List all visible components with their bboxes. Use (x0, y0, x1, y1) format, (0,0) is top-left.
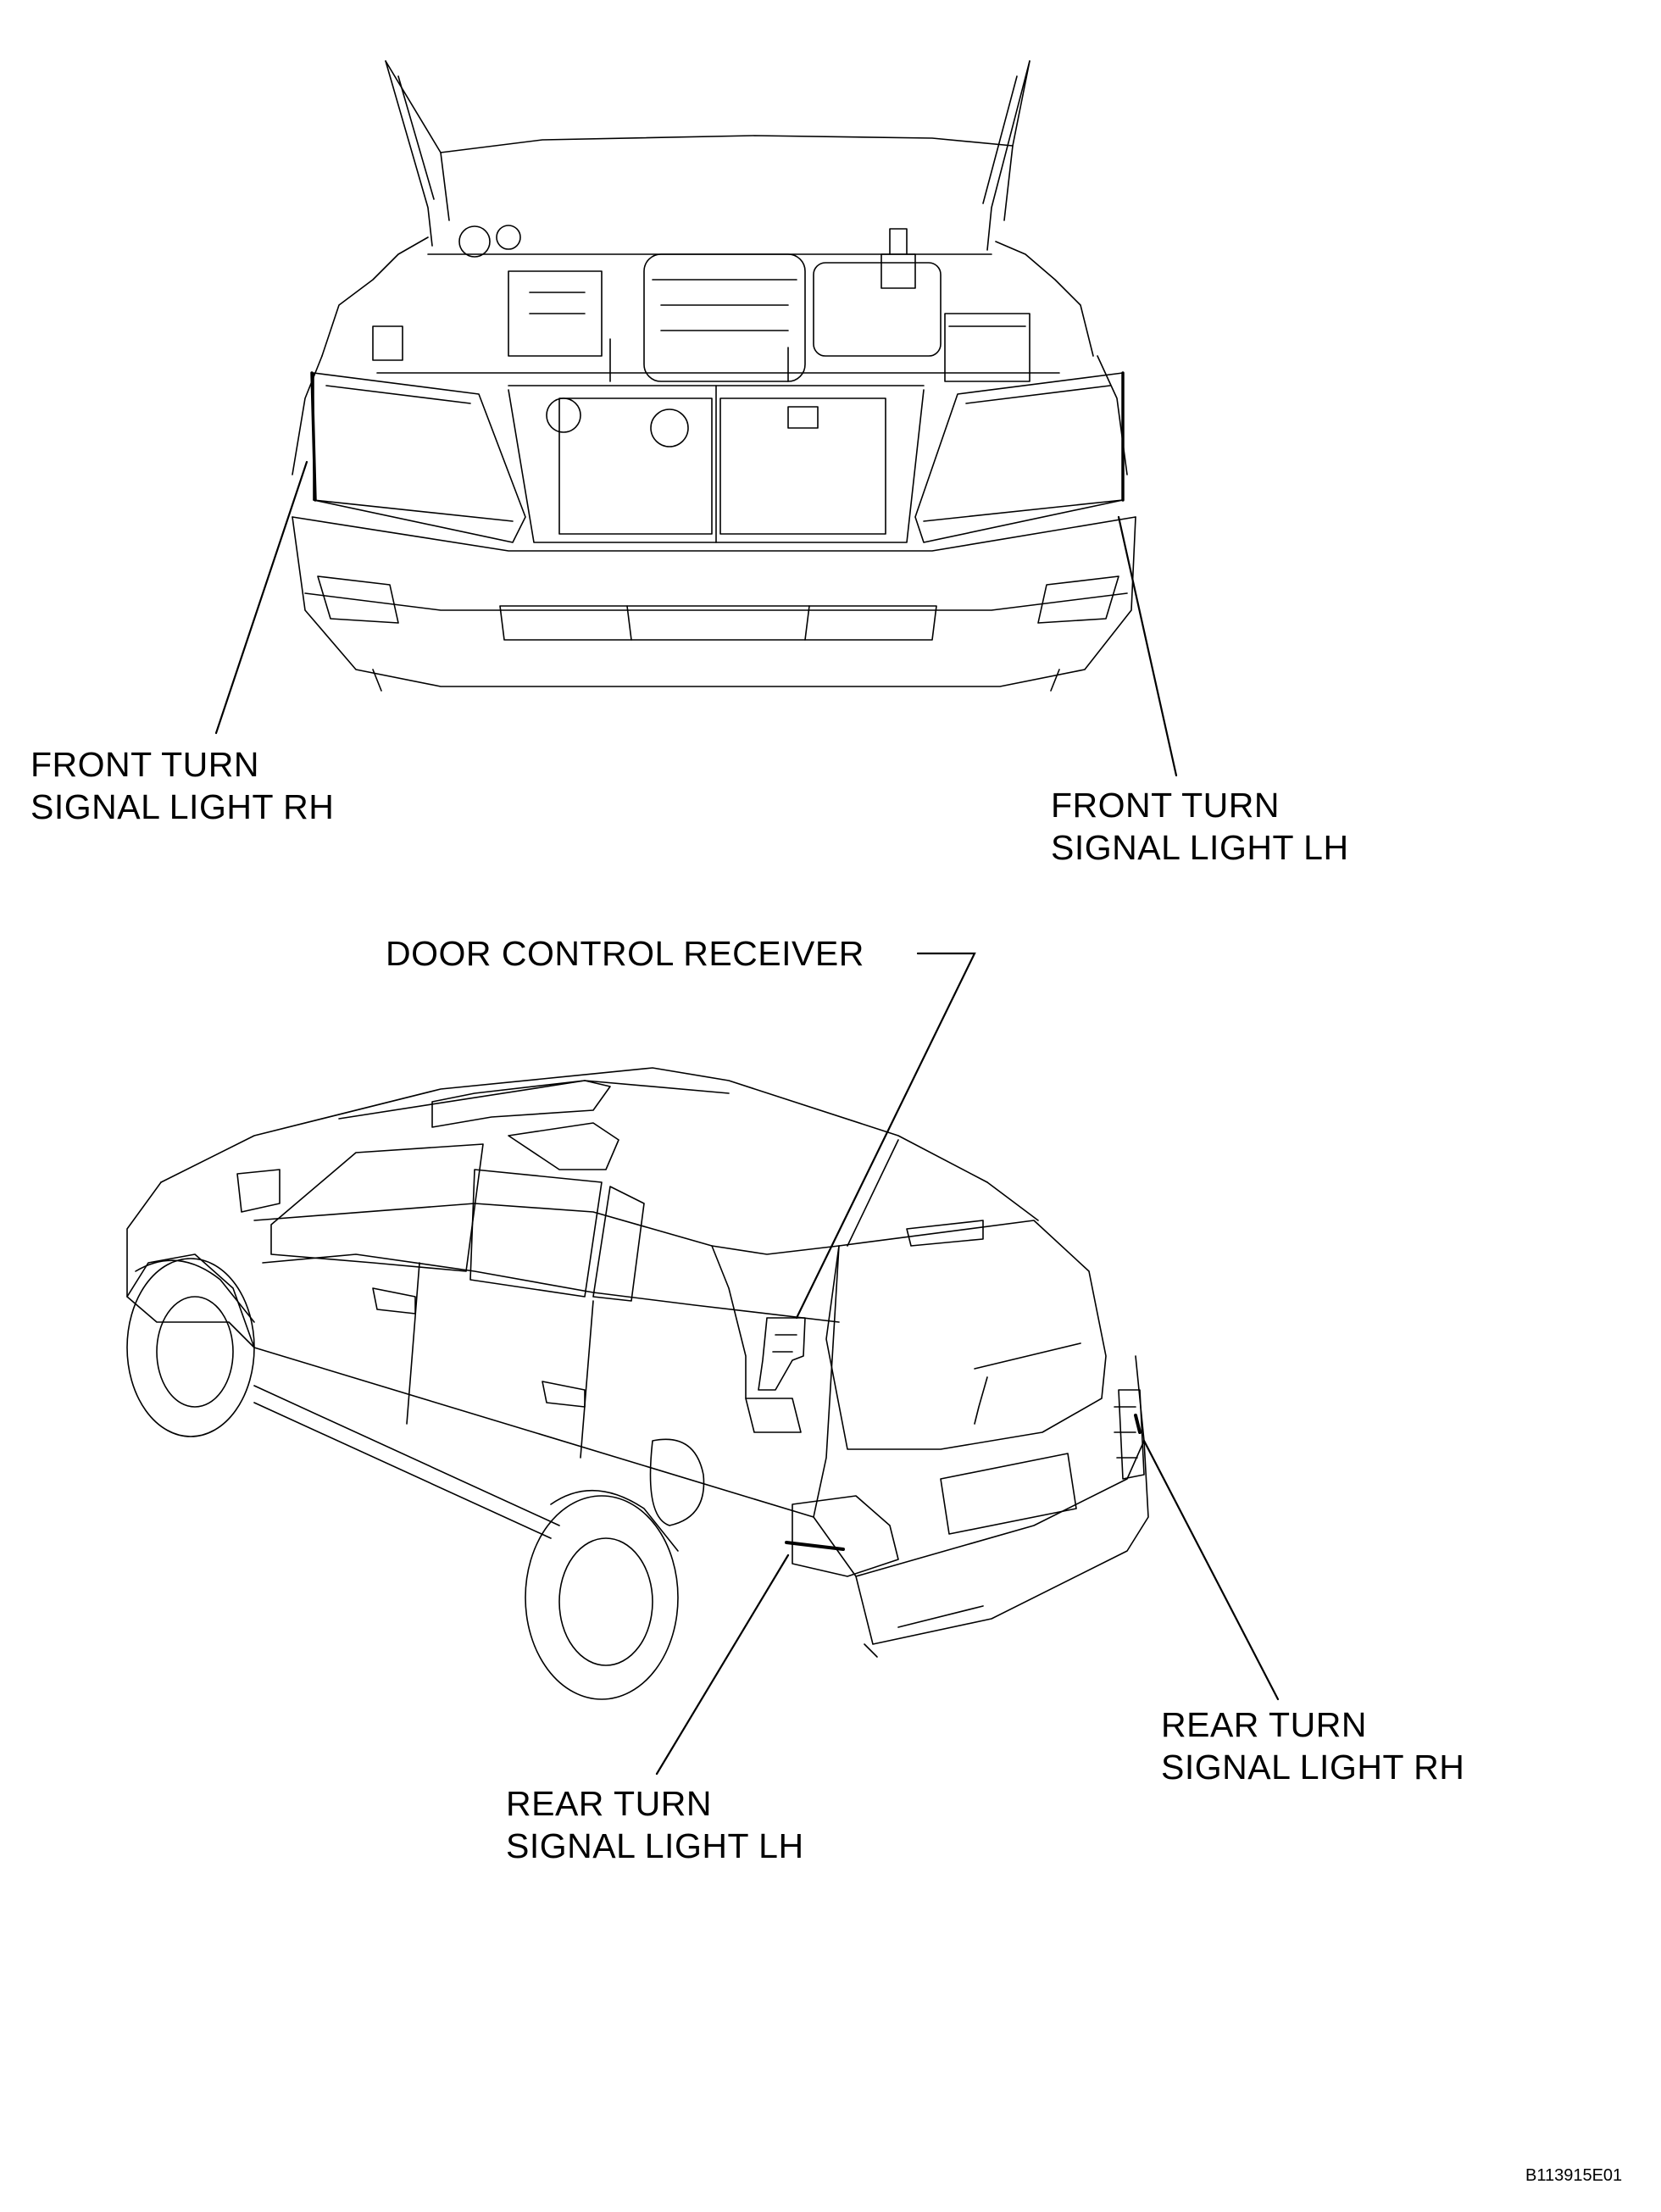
front-view-vehicle (292, 61, 1136, 691)
figure-code: B113915E01 (1525, 2166, 1623, 2185)
label-rear-lh-line2: SIGNAL LIGHT LH (506, 1826, 804, 1865)
leader-door-receiver (797, 953, 975, 1318)
label-rear-rh-line1: REAR TURN (1161, 1705, 1367, 1744)
label-front-lh-line2: SIGNAL LIGHT LH (1051, 828, 1349, 867)
leader-rear-lh (657, 1555, 788, 1774)
label-front-rh-line2: SIGNAL LIGHT RH (31, 787, 335, 826)
label-door-control-receiver: DOOR CONTROL RECEIVER (386, 934, 864, 973)
leader-front-rh (216, 462, 307, 733)
label-front-lh-line1: FRONT TURN (1051, 786, 1280, 825)
leader-rear-rh (1144, 1441, 1278, 1699)
label-rear-turn-signal-rh: REAR TURN SIGNAL LIGHT RH (1161, 1703, 1464, 1788)
label-front-rh-line1: FRONT TURN (31, 745, 259, 784)
label-rear-lh-line1: REAR TURN (506, 1784, 712, 1823)
leader-front-lh (1119, 517, 1176, 775)
label-front-turn-signal-lh: FRONT TURN SIGNAL LIGHT LH (1051, 784, 1349, 869)
label-front-turn-signal-rh: FRONT TURN SIGNAL LIGHT RH (31, 743, 334, 828)
label-rear-turn-signal-lh: REAR TURN SIGNAL LIGHT LH (506, 1782, 804, 1867)
label-rear-rh-line2: SIGNAL LIGHT RH (1161, 1748, 1465, 1787)
callout-leader-lines (216, 462, 1278, 1774)
rear-view-vehicle (127, 1068, 1148, 1699)
